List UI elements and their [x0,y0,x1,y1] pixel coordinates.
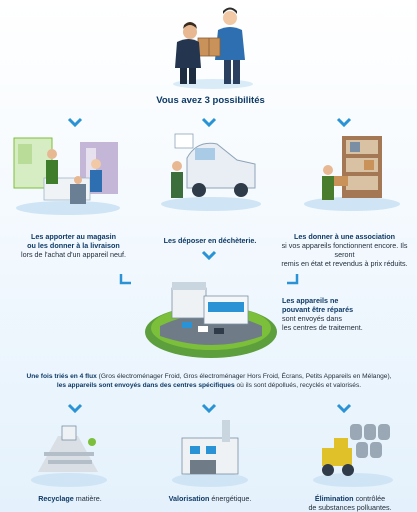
chevron-down-icon [201,250,217,260]
chevron-down-icon [201,403,217,413]
option-association-desc2: remis en état et revendus à prix réduits… [281,259,408,268]
outcome-elimination-rest: contrôlée [353,494,386,503]
elimination-illustration [310,414,396,488]
flux-line2-bold: les appareils sont envoyés dans des cent… [56,382,235,389]
center-caption: Les appareils ne pouvant être réparés so… [282,296,392,332]
flux-line2-rest: où ils sont dépollués, recyclés et valor… [234,382,362,389]
center-line4: les centres de traitement. [282,323,363,332]
possibilities-heading: Vous avez 3 possibilités [156,95,265,106]
outcome-recycling-rest: matière. [73,494,102,503]
outcome-elimination-title: Élimination [314,494,354,503]
recycling-illustration [28,416,110,488]
store-illustration [8,128,126,216]
center-line1: Les appareils ne [282,296,339,305]
option-store-text: Les apporter au magasin ou les donner à … [6,232,141,259]
option-store-title2: ou les donner à la livraison [27,241,120,250]
converge-right-arrow [287,274,299,285]
outcome-recycling-title: Recyclage [38,494,74,503]
chevron-down-icon [336,117,352,127]
chevron-down-icon [201,117,217,127]
energy-illustration [168,414,252,488]
flux-text: Une fois triés en 4 flux (Gros électromé… [14,372,404,390]
chevron-down-icon [67,403,83,413]
chevron-down-icon [336,403,352,413]
outcome-recycling-text: Recyclage matière. [10,494,130,503]
converge-left-arrow [119,274,131,285]
flux-line1-bold: Une fois triés en 4 flux [26,373,97,380]
option-association-text: Les donner à une association si vos appa… [274,232,415,268]
outcome-energy-title: Valorisation [168,494,210,503]
option-dechetterie-title: Les déposer en déchèterie. [163,236,257,245]
center-line3: sont envoyés dans [282,314,342,323]
option-store-title: Les apporter au magasin [30,232,117,241]
flux-line1-rest: (Gros électroménager Froid, Gros électro… [96,373,392,380]
option-association-title: Les donner à une association [293,232,396,241]
association-illustration [298,128,406,212]
chevron-down-icon [67,117,83,127]
center-line2: pouvant être réparés [282,305,354,314]
car-illustration [155,128,265,212]
outcome-elimination-line2: de substances polluantes. [308,503,392,512]
option-association-desc1: si vos appareils fonctionnent encore. Il… [281,241,408,259]
outcome-energy-text: Valorisation énergétique. [150,494,270,503]
option-store-desc: lors de l'achat d'un appareil neuf. [20,250,127,259]
treatment-center-illustration [142,268,280,360]
option-dechetterie-text: Les déposer en déchèterie. [150,236,270,245]
handover-illustration [168,2,258,90]
outcome-elimination-text: Élimination contrôlée de substances poll… [290,494,410,512]
outcome-energy-rest: énergétique. [209,494,252,503]
